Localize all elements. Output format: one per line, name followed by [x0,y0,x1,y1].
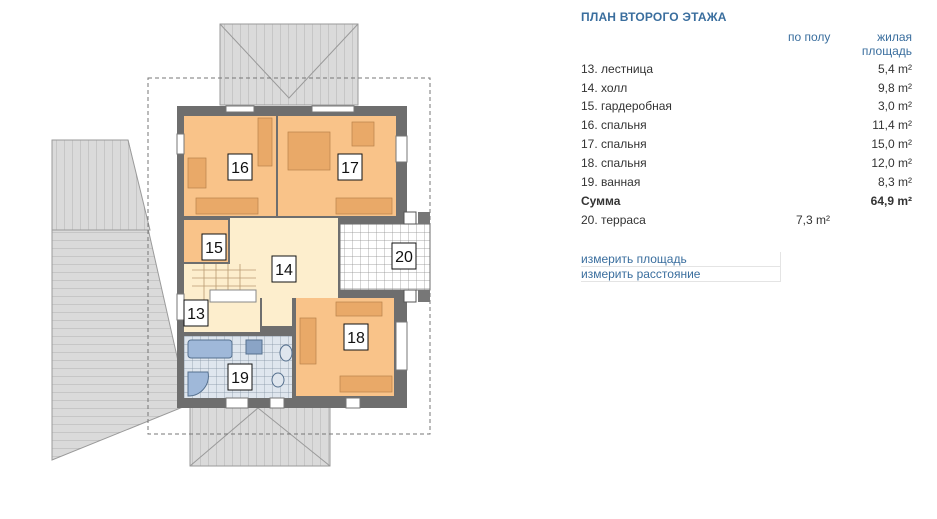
measure-area-link[interactable]: измерить площадь [581,252,781,267]
label-18: 18 [347,330,365,347]
label-16: 16 [231,160,249,177]
table-row: 15. гардеробная 3,0 m² [581,99,912,113]
floor-plan: 16 17 15 14 20 13 18 19 [51,23,431,467]
area-panel: ПЛАН ВТОРОГО ЭТАЖА по полу жилая площадь… [580,0,915,519]
measure-distance-link[interactable]: измерить расстояние [581,267,781,282]
col-floor-header: по полу [788,30,831,44]
furniture [187,117,393,393]
table-row: 17. спальня 15,0 m² [581,137,912,151]
measure-links: измерить площадь измерить расстояние [581,252,781,282]
roof-north [219,23,359,106]
roof-outline [147,77,431,435]
table-row: 19. ванная 8,3 m² [581,175,912,189]
roof-south [189,403,331,467]
panel-title: ПЛАН ВТОРОГО ЭТАЖА [581,10,727,24]
label-14: 14 [275,262,293,279]
label-13: 13 [187,306,205,323]
sum-row: Сумма 64,9 m² [581,194,912,208]
windows [176,105,408,409]
table-row: 14. холл 9,8 m² [581,81,912,95]
col-living-header: жилая площадь [861,30,912,58]
bathtub [187,339,233,359]
label-20: 20 [395,249,413,266]
label-19: 19 [231,370,249,387]
room-labels: 16 17 15 14 20 13 18 19 [183,153,417,391]
roof-west [51,139,189,461]
label-15: 15 [205,240,223,257]
room-14-hall-south [262,290,292,326]
terrace-row: 20. терраса 7,3 m² [581,213,830,227]
table-row: 13. лестница 5,4 m² [581,62,912,76]
table-row: 18. спальня 12,0 m² [581,156,912,170]
table-row: 16. спальня 11,4 m² [581,118,912,132]
label-17: 17 [341,160,359,177]
